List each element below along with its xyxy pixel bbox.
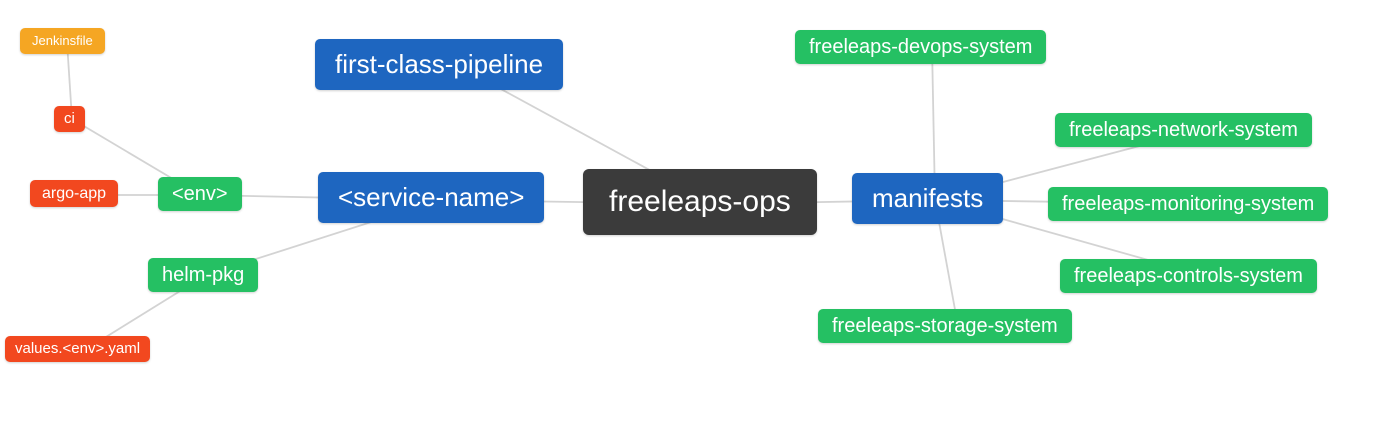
- node-freeleaps-devops-system[interactable]: freeleaps-devops-system: [795, 30, 1047, 64]
- node-service-name[interactable]: <service-name>: [318, 172, 545, 224]
- node-freeleaps-controls-system[interactable]: freeleaps-controls-system: [1060, 259, 1317, 293]
- node-argo-app[interactable]: argo-app: [30, 180, 119, 208]
- node-jenkinsfile[interactable]: Jenkinsfile: [20, 28, 105, 54]
- node-helm-pkg[interactable]: helm-pkg: [148, 258, 259, 292]
- node-first-class-pipeline[interactable]: first-class-pipeline: [315, 39, 564, 91]
- node-ci[interactable]: ci: [54, 106, 85, 132]
- node-freeleaps-monitoring-system[interactable]: freeleaps-monitoring-system: [1048, 187, 1329, 221]
- node-manifests[interactable]: manifests: [852, 173, 1004, 225]
- node-freeleaps-storage-system[interactable]: freeleaps-storage-system: [818, 309, 1072, 343]
- node-values-env-yaml[interactable]: values.<env>.yaml: [5, 336, 151, 362]
- node-env[interactable]: <env>: [158, 177, 242, 211]
- node-freeleaps-ops-root[interactable]: freeleaps-ops: [583, 169, 817, 235]
- node-freeleaps-network-system[interactable]: freeleaps-network-system: [1055, 113, 1312, 147]
